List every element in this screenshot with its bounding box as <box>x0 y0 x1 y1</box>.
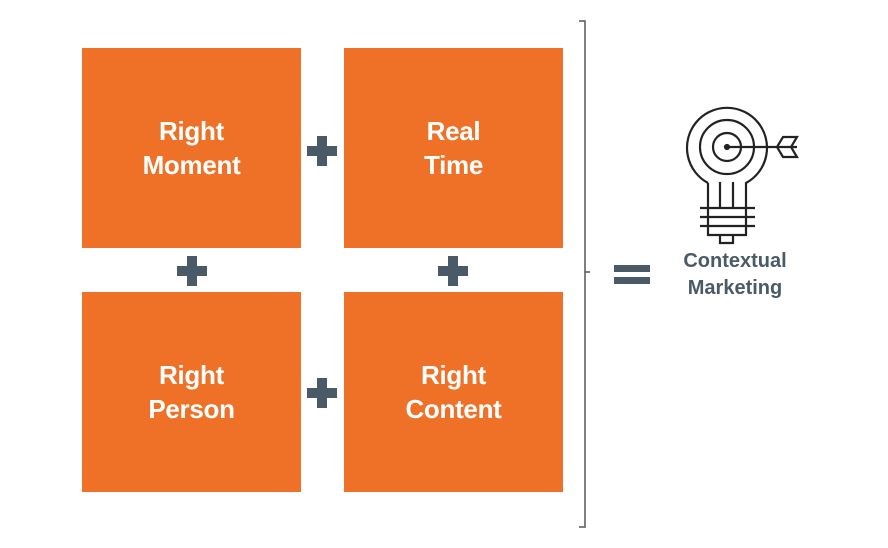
result-label: Contextual Marketing <box>683 250 787 299</box>
box-right-person: Right Person <box>82 292 301 492</box>
plus-icon <box>307 136 337 166</box>
box-label: Real Time <box>423 116 483 180</box>
plus-icon <box>438 256 468 286</box>
box-label: Right Person <box>148 360 235 424</box>
box-real-time: Real Time <box>344 48 563 248</box>
lightbulb-target-arrow-icon <box>685 106 799 245</box>
plus-icon <box>307 378 337 408</box>
box-label: Right Moment <box>142 116 241 180</box>
right-bracket-icon <box>579 20 590 528</box>
box-label: Right Content <box>405 360 502 424</box>
box-right-content: Right Content <box>344 292 563 492</box>
equals-icon <box>614 265 650 285</box>
plus-icon <box>177 256 207 286</box>
box-right-moment: Right Moment <box>82 48 301 248</box>
